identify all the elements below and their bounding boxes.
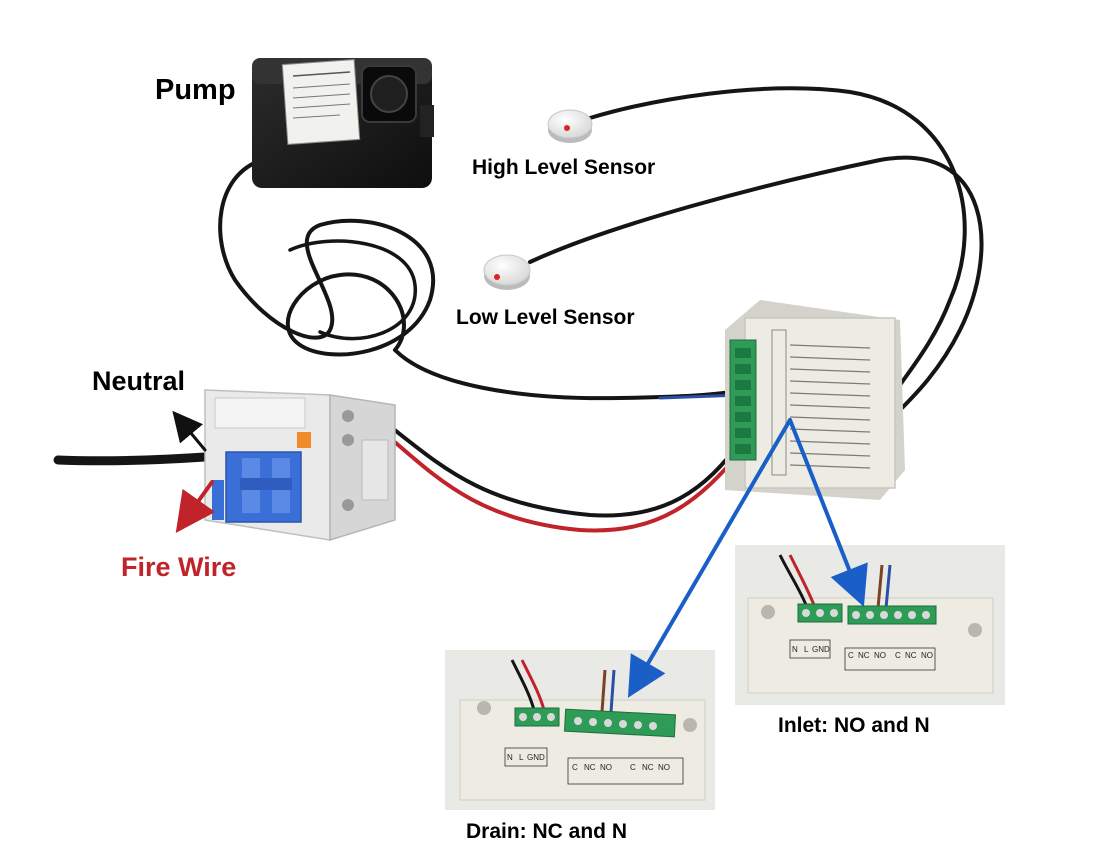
drain-terminals xyxy=(519,713,657,730)
controller-module-icon xyxy=(725,300,905,500)
drain-panel-markings: N L GND C NC NO C NC NO xyxy=(504,747,684,785)
fire-wire-arrow xyxy=(175,480,216,534)
pump-cable-loop-2 xyxy=(288,239,417,341)
pump-to-controller-cable xyxy=(393,348,744,401)
drain-mark-l: L xyxy=(519,753,524,762)
drain-closeup: N L GND C NC NO C NC NO xyxy=(445,650,715,810)
inlet-label: Inlet: NO and N xyxy=(778,714,930,737)
inlet-mark-c2: C xyxy=(895,651,901,660)
drain-mark-no: NO xyxy=(600,763,612,772)
inlet-panel-markings: N L GND C NC NO C NC NO xyxy=(789,639,936,671)
inlet-mark-nc: NC xyxy=(858,651,870,660)
pump-icon xyxy=(252,58,434,188)
inlet-mark-l: L xyxy=(804,645,809,654)
drain-arrow xyxy=(627,418,792,698)
circuit-breaker-icon xyxy=(204,389,396,542)
low-level-sensor-label: Low Level Sensor xyxy=(456,306,635,329)
controller-terminals xyxy=(735,348,751,454)
low-level-sensor-icon xyxy=(483,254,531,290)
inlet-mark-n: N xyxy=(792,645,798,654)
neutral-arrow xyxy=(172,410,207,452)
high-level-sensor-label: High Level Sensor xyxy=(472,156,656,179)
drain-mark-nc2: NC xyxy=(642,763,654,772)
drain-mark-n: N xyxy=(507,753,513,762)
cables xyxy=(53,86,984,533)
drain-mark-gnd: GND xyxy=(527,753,545,762)
neutral-label: Neutral xyxy=(92,366,186,396)
inlet-mark-no2: NO xyxy=(921,651,933,660)
pump-label: Pump xyxy=(155,74,236,106)
drain-mark-c: C xyxy=(572,763,578,772)
drain-mark-c2: C xyxy=(630,763,636,772)
controller-printed-text xyxy=(789,344,871,469)
high-sensor-cable xyxy=(588,86,967,394)
drain-label: Drain: NC and N xyxy=(466,820,628,843)
fire-wire-label: Fire Wire xyxy=(121,552,237,582)
inlet-mark-nc2: NC xyxy=(905,651,917,660)
inlet-arrow xyxy=(788,418,868,607)
fire-wire-cable xyxy=(376,426,744,533)
inlet-closeup: N L GND C NC NO C NC NO xyxy=(735,545,1005,705)
low-sensor-cable xyxy=(528,155,984,412)
callout-arrows xyxy=(172,410,868,698)
neutral-black-cable xyxy=(380,418,744,518)
high-level-sensor-icon xyxy=(547,109,593,143)
drain-mark-no2: NO xyxy=(658,763,670,772)
inlet-mark-gnd: GND xyxy=(812,645,830,654)
inlet-mark-c: C xyxy=(848,651,854,660)
mains-input-cable xyxy=(53,452,210,466)
inlet-mark-no: NO xyxy=(874,651,886,660)
drain-mark-nc: NC xyxy=(584,763,596,772)
inlet-terminals xyxy=(802,609,930,619)
pump-cable xyxy=(218,158,435,357)
